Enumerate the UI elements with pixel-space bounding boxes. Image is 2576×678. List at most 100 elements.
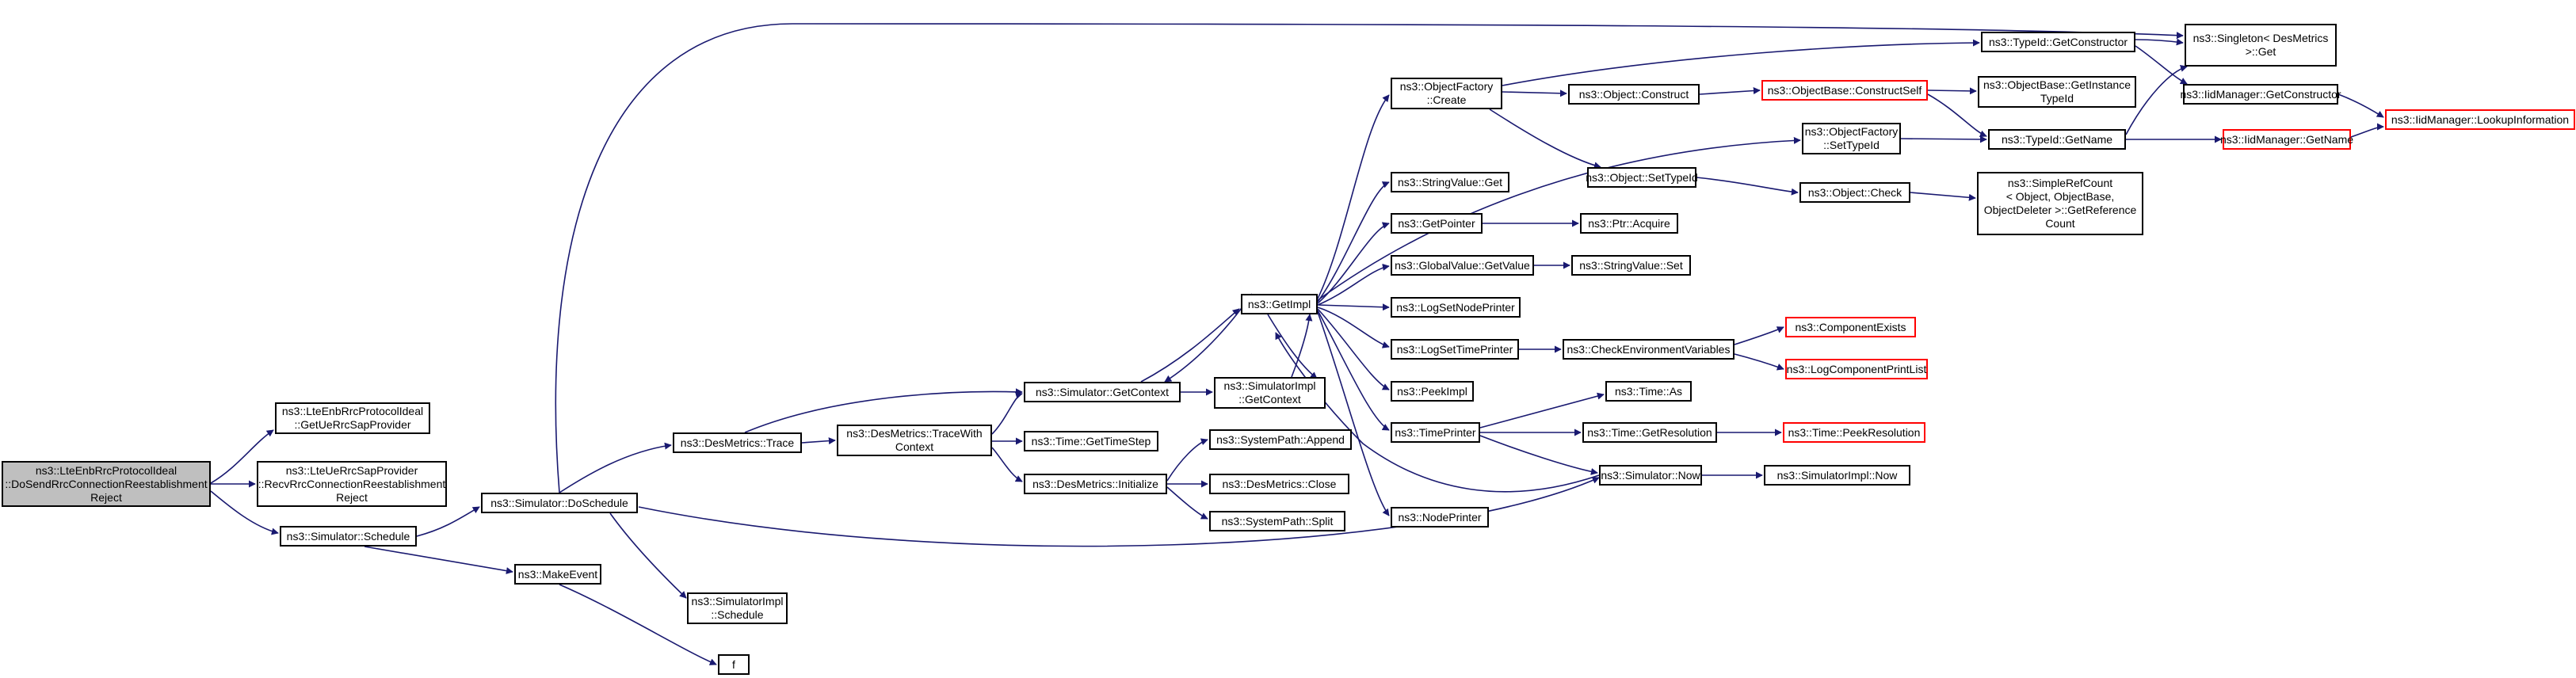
node-ns3-lteenbrrcprotocolideal-dosendrrcconnectionreestablishmentreject: ns3::LteEnbRrcProtocolIdeal::DoSendRrcCo…	[2, 461, 211, 507]
node-ns3-desmetrics-initialize[interactable]: ns3::DesMetrics::Initialize	[1024, 474, 1167, 494]
call-edge-n18-n27	[1502, 90, 1567, 97]
call-edge-n12-n15	[1166, 438, 1208, 482]
node-ns3-ptr-acquire[interactable]: ns3::Ptr::Acquire	[1580, 213, 1678, 234]
node-ns3-timeprinter[interactable]: ns3::TimePrinter	[1391, 422, 1480, 443]
node-label-line: ns3::GlobalValue::GetValue	[1395, 258, 1530, 272]
node-label-line: Reject	[90, 490, 122, 504]
node-ns3-time-gettimestep[interactable]: ns3::Time::GetTimeStep	[1024, 431, 1158, 451]
call-edge-n10-n14	[1140, 308, 1240, 383]
call-edge-n0-n3	[210, 490, 279, 535]
node-ns3-simulatorimpl-schedule[interactable]: ns3::SimulatorImpl::Schedule	[687, 592, 788, 624]
call-edge-n14-n22	[1317, 303, 1390, 311]
node-ns3-makeevent[interactable]: ns3::MakeEvent	[514, 564, 601, 585]
node-label-line: ::Create	[1426, 93, 1467, 106]
call-edge-n28-n38	[1696, 177, 1799, 196]
node-label-line: ns3::Object::Construct	[1578, 87, 1689, 101]
node-ns3-getpointer[interactable]: ns3::GetPointer	[1391, 213, 1483, 234]
node-ns3-iidmanager-getname[interactable]: ns3::IidManager::GetName	[2220, 129, 2353, 150]
node-ns3-globalvalue-getvalue[interactable]: ns3::GlobalValue::GetValue	[1391, 255, 1534, 276]
node-ns3-objectfactory-settypeid[interactable]: ns3::ObjectFactory::SetTypeId	[1802, 123, 1901, 154]
node-ns3-time-as[interactable]: ns3::Time::As	[1605, 381, 1692, 402]
node-label-line: ns3::SimpleRefCount	[2007, 177, 2113, 189]
node-ns3-objectfactory-create[interactable]: ns3::ObjectFactory::Create	[1391, 78, 1502, 109]
node-label-line: ns3::Simulator::Schedule	[286, 529, 410, 543]
node-ns3-nodeprinter[interactable]: ns3::NodePrinter	[1391, 507, 1489, 528]
node-ns3-simulatorimpl-now[interactable]: ns3::SimulatorImpl::Now	[1764, 465, 1910, 486]
node-label-line: >::Get	[2245, 45, 2276, 58]
call-edge-n4-n6	[559, 442, 672, 493]
node-ns3-typeid-getconstructor[interactable]: ns3::TypeId::GetConstructor	[1981, 32, 2135, 52]
node-ns3-stringvalue-get[interactable]: ns3::StringValue::Get	[1391, 172, 1509, 192]
node-label-line: ::RecvRrcConnectionReestablishment	[258, 477, 446, 490]
node-label-line: ns3::SimulatorImpl	[1223, 379, 1316, 392]
node-label-line: ns3::Simulator::Now	[1601, 468, 1700, 482]
node-label-line: ns3::ObjectBase::ConstructSelf	[1767, 83, 1922, 97]
node-ns3-simulatorimpl-getcontext[interactable]: ns3::SimulatorImpl::GetContext	[1214, 377, 1326, 409]
node-label-line: ns3::Time::GetResolution	[1587, 425, 1712, 439]
node-ns3-stringvalue-set[interactable]: ns3::StringValue::Set	[1571, 255, 1691, 276]
node-ns3-desmetrics-close[interactable]: ns3::DesMetrics::Close	[1209, 474, 1349, 494]
node-ns3-logsettimeprinter[interactable]: ns3::LogSetTimePrinter	[1391, 339, 1519, 360]
node-label-line: < Object, ObjectBase,	[2005, 190, 2115, 203]
node-ns3-objectbase-constructself[interactable]: ns3::ObjectBase::ConstructSelf	[1761, 80, 1928, 101]
call-edge-n14-n10	[1164, 293, 1253, 383]
node-ns3-iidmanager-getconstructor[interactable]: ns3::IidManager::GetConstructor	[2180, 84, 2341, 105]
node-label-line: ns3::ComponentExists	[1795, 320, 1906, 333]
node-ns3-typeid-getname[interactable]: ns3::TypeId::GetName	[1988, 129, 2126, 150]
node-label-line: ::DoSendRrcConnectionReestablishment	[5, 477, 208, 490]
node-ns3-logcomponentprintlist[interactable]: ns3::LogComponentPrintList	[1785, 359, 1928, 379]
call-edge-n4-n46	[555, 23, 2184, 493]
node-ns3-time-getresolution[interactable]: ns3::Time::GetResolution	[1582, 422, 1717, 443]
node-label-line: ns3::TypeId::GetConstructor	[1988, 35, 2128, 48]
node-label-line: ns3::TimePrinter	[1395, 425, 1476, 439]
node-ns3-lteuerrcsapprovider-recvrrcconnectionreestablishmentreject[interactable]: ns3::LteUeRrcSapProvider::RecvRrcConnect…	[257, 461, 447, 507]
node-label-line: ns3::Simulator::GetContext	[1035, 385, 1170, 398]
node-label-line: ns3::LogSetTimePrinter	[1396, 342, 1513, 356]
call-edge-n34-n14	[1275, 332, 1600, 493]
node-ns3-getimpl[interactable]: ns3::GetImpl	[1241, 294, 1318, 314]
node-label-line: Reject	[336, 490, 368, 504]
node-label-line: ns3::LteEnbRrcProtocolIdeal	[281, 405, 424, 417]
node-label-line: ns3::LogComponentPrintList	[1786, 362, 1927, 375]
node-ns3-desmetrics-trace[interactable]: ns3::DesMetrics::Trace	[673, 432, 802, 453]
call-edge-n4-n7	[609, 512, 687, 599]
node-label-line: ns3::TypeId::GetName	[2001, 132, 2113, 146]
call-edge-n6-n9	[801, 437, 836, 445]
call-edge-n35-n47	[2135, 45, 2188, 85]
node-label-line: ns3::LogSetNodePrinter	[1396, 300, 1515, 314]
node-ns3-time-peekresolution[interactable]: ns3::Time::PeekResolution	[1783, 422, 1925, 443]
node-ns3-object-check[interactable]: ns3::Object::Check	[1799, 182, 1910, 203]
node-ns3-object-construct[interactable]: ns3::Object::Construct	[1568, 84, 1700, 105]
node-f[interactable]: f	[718, 654, 750, 675]
node-ns3-simulator-getcontext[interactable]: ns3::Simulator::GetContext	[1024, 382, 1181, 402]
node-ns3-systempath-split[interactable]: ns3::SystemPath::Split	[1209, 511, 1345, 531]
node-ns3-peekimpl[interactable]: ns3::PeekImpl	[1391, 381, 1474, 402]
node-ns3-lteenbrrcprotocolideal-getuerrcsapprovider[interactable]: ns3::LteEnbRrcProtocolIdeal::GetUeRrcSap…	[275, 402, 430, 434]
call-edge-n14-n18	[1317, 94, 1390, 299]
node-ns3-singleton-desmetrics-get[interactable]: ns3::Singleton< DesMetrics>::Get	[2185, 24, 2337, 67]
node-label-line: ns3::DesMetrics::Initialize	[1032, 477, 1158, 490]
node-label-line: ObjectDeleter >::GetReference	[1983, 204, 2137, 216]
node-ns3-simulator-doschedule[interactable]: ns3::Simulator::DoSchedule	[481, 493, 638, 513]
node-label-line: ns3::Time::PeekResolution	[1788, 425, 1921, 439]
node-label-line: ns3::DesMetrics::Close	[1222, 477, 1337, 490]
node-ns3-logsetnodeprinter[interactable]: ns3::LogSetNodePrinter	[1391, 297, 1521, 318]
node-ns3-object-settypeid[interactable]: ns3::Object::SetTypeId	[1586, 167, 1698, 188]
call-edge-n25-n32	[1479, 392, 1605, 429]
node-ns3-simulator-schedule[interactable]: ns3::Simulator::Schedule	[280, 526, 417, 547]
node-ns3-iidmanager-lookupinformation[interactable]: ns3::IidManager::LookupInformation	[2385, 109, 2575, 130]
node-ns3-simplerefcount-object-objectbase-objectdeleter-getreferencecount[interactable]: ns3::SimpleRefCount< Object, ObjectBase,…	[1977, 172, 2143, 235]
call-edge-n25-n34	[1479, 435, 1598, 475]
node-ns3-systempath-append[interactable]: ns3::SystemPath::Append	[1209, 429, 1352, 450]
node-ns3-checkenvironmentvariables[interactable]: ns3::CheckEnvironmentVariables	[1563, 339, 1735, 360]
node-label-line: ns3::StringValue::Get	[1397, 175, 1503, 189]
node-label-line: ns3::MakeEvent	[517, 567, 598, 581]
node-ns3-simulator-now[interactable]: ns3::Simulator::Now	[1599, 465, 1702, 486]
node-label-line: TypeId	[2040, 92, 2074, 105]
node-ns3-componentexists[interactable]: ns3::ComponentExists	[1785, 317, 1916, 337]
node-label-line: ns3::Time::GetTimeStep	[1031, 434, 1151, 448]
